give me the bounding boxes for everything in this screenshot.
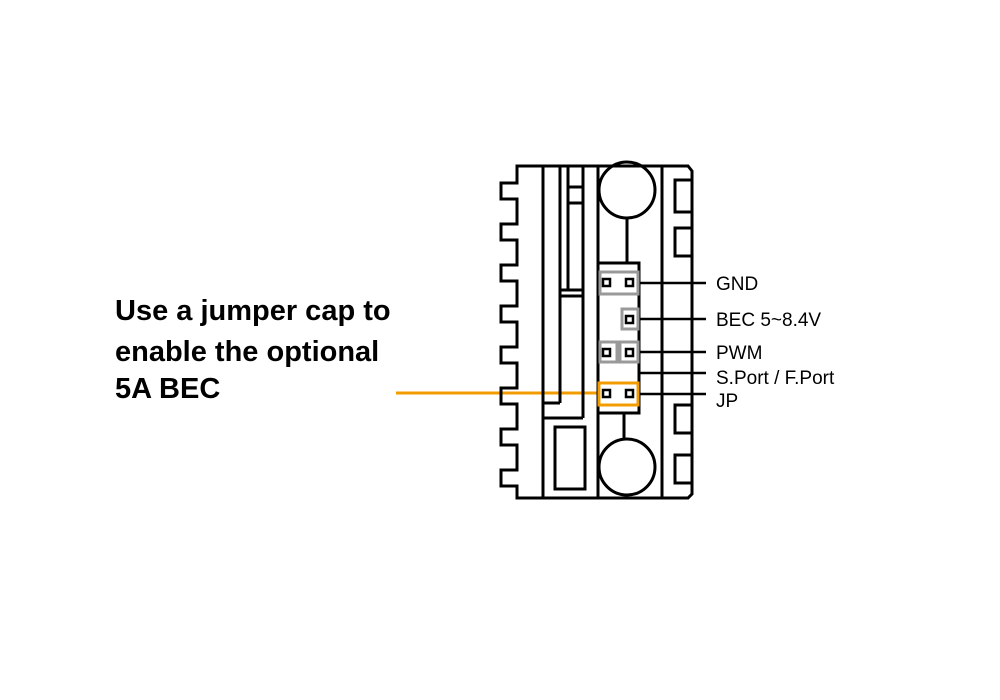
connector-header: [596, 261, 641, 415]
jp-jumper-highlight: [597, 381, 640, 407]
bec-pad-outline: [620, 307, 640, 331]
pin-label-jp: JP: [716, 391, 738, 412]
esc-board: [499, 160, 694, 500]
mounting-hole-bottom: [597, 437, 657, 497]
mounting-hole-top: [597, 160, 657, 220]
pwm-pad-outline-1: [598, 340, 619, 364]
callout-text: Use a jumper cap to enable the optional …: [115, 295, 391, 405]
pin-label-pwm: PWM: [716, 343, 762, 364]
pin-label-bec: BEC 5~8.4V: [716, 310, 821, 331]
pwm-pad-outline-2: [618, 340, 640, 364]
pin-label-gnd: GND: [716, 274, 758, 295]
board-outline: [499, 164, 694, 500]
callout-line-3: 5A BEC: [115, 373, 220, 405]
callout-line-2: enable the optional: [115, 336, 379, 368]
callout-line-1: Use a jumper cap to: [115, 295, 391, 327]
pads: [597, 270, 640, 407]
pin-leaders: [640, 281, 706, 396]
gnd-pad-outline: [598, 270, 640, 296]
pin-label-sport: S.Port / F.Port: [716, 368, 835, 389]
pin-labels: GND BEC 5~8.4V PWM S.Port / F.Port JP: [716, 274, 835, 412]
